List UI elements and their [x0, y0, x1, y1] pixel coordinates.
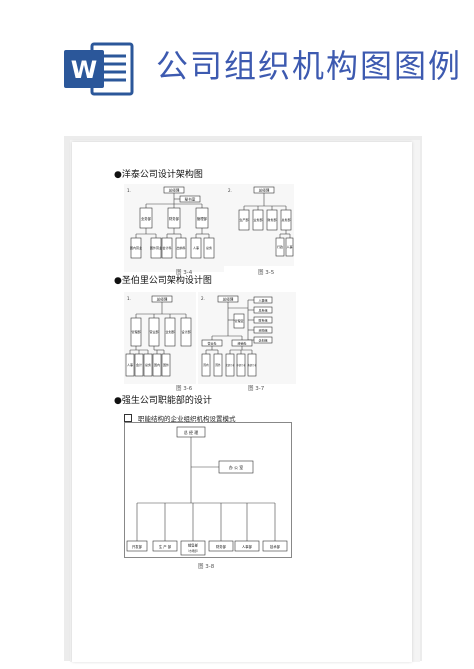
fig-3-5-mid-1: 业务部: [253, 217, 262, 222]
fig-3-8-leaf-5: 技术部: [270, 544, 281, 549]
caption-fig-3-5: 图 3-5: [258, 270, 275, 276]
page-title: 公司组织机构图图例: [156, 47, 463, 85]
fig-3-6-leaf-4: 国外: [163, 362, 169, 367]
fig-3-7-side-4: 企划组: [258, 338, 267, 343]
fig-3-4-leaf-3: 出纳科: [176, 245, 185, 250]
fig-3-6-leaf-0: 人事: [127, 362, 133, 367]
org-chart-fig-3-6: 1. 总经理 管理部 营业部 企划部 设计部 人事 会计 总务 国内 国外: [124, 292, 196, 384]
fig-3-6-root: 总经理: [157, 297, 168, 302]
fig-3-7-number: 2.: [201, 296, 205, 301]
fig-3-8-leaf-3: 财务部: [216, 544, 227, 549]
subtitle-line: 职能结构的企业组织机构设置模式: [124, 413, 236, 423]
fig-3-6-number: 1.: [127, 296, 131, 301]
fig-3-5-mid-2: 财务部: [267, 217, 276, 222]
fig-3-6-mid-3: 设计部: [181, 329, 190, 334]
fig-3-4-leaf-4: 人事: [193, 245, 199, 250]
fig-3-7-leaf-3: 中部门市: [237, 363, 247, 367]
fig-3-7-side-2: 财务组: [258, 318, 267, 323]
fig-3-5-leaf-0: 行政: [277, 244, 283, 249]
fig-3-7-leaf-4: 南部门市: [248, 363, 258, 367]
fig-3-7-side-3: 采购组: [258, 328, 267, 333]
checkbox-icon: [124, 414, 132, 422]
caption-fig-3-7: 图 3-7: [248, 386, 265, 392]
document-page: ●洋泰公司设计架构图: [72, 142, 412, 662]
fig-3-7-root: 总经理: [223, 297, 234, 302]
fig-3-7-side-1: 总务组: [258, 308, 267, 313]
fig-3-4-number: 1.: [127, 188, 131, 193]
fig-3-4-root: 总经理: [169, 188, 180, 193]
fig-3-8-leaf-4: 人事部: [242, 544, 253, 549]
caption-fig-3-4: 图 3-4: [176, 270, 193, 276]
section-title-yangtai: ●洋泰公司设计架构图: [114, 170, 203, 180]
fig-3-4-leaf-0: 国内营业: [130, 245, 142, 250]
fig-3-7-leaf-0: 国内: [203, 363, 209, 367]
fig-3-8-leaf-0: 开发部: [132, 544, 143, 549]
fig-3-7-mid-1: 经销处: [237, 341, 246, 346]
fig-3-5-leaf-1: 人事: [286, 244, 292, 249]
org-chart-fig-3-4: 1. 总经理 秘书室 业务部 财务部 管理部 国内营业 国外营业 会计科 出纳科…: [124, 184, 224, 272]
caption-fig-3-6: 图 3-6: [176, 386, 193, 392]
banner-header: W 公司组织机构图图例: [0, 0, 474, 128]
fig-3-8-leaf-1: 生 产 部: [159, 544, 172, 549]
subtitle-text: 职能结构的企业组织机构设置模式: [138, 415, 236, 423]
section-title-shengboli: ●圣伯里公司架构设计图: [114, 276, 212, 286]
fig-3-6-leaf-2: 总务: [145, 362, 151, 367]
fig-3-4-mid-0: 业务部: [141, 216, 152, 221]
fig-3-8-leaf-2-note: （市场部）: [187, 549, 200, 553]
fig-3-4-leaf-5: 总务: [206, 245, 212, 250]
fig-3-6-leaf-1: 会计: [136, 362, 142, 367]
fig-3-7-mid-0: 营业处: [207, 341, 216, 346]
fig-3-8-root: 总 经 理: [184, 429, 199, 435]
fig-3-6-mid-2: 企划部: [165, 329, 174, 334]
org-chart-fig-3-7: 2. 总经理 管理室 人事组 总务组 财务组 采购组 企划组 营业处 经销处 国…: [198, 292, 296, 384]
fig-3-7-leaf-2: 北部门市: [226, 363, 236, 367]
fig-3-8-aside: 办 公 室: [229, 464, 244, 470]
fig-3-5-mid-3: 总务部: [281, 217, 290, 222]
fig-3-7-aside: 管理室: [234, 318, 243, 323]
fig-3-5-number: 2.: [228, 188, 232, 193]
fig-3-4-mid-1: 财务部: [169, 216, 180, 221]
fig-3-4-aside: 秘书室: [185, 197, 196, 202]
fig-3-4-mid-2: 管理部: [197, 216, 208, 221]
org-chart-fig-3-8: 总 经 理 办 公 室 开发部 生 产 部 销售部 （市场部） 财务部 人事部 …: [124, 422, 292, 558]
fig-3-4-leaf-2: 会计科: [162, 245, 171, 250]
word-logo-letter: W: [71, 56, 97, 84]
fig-3-5-root: 总经理: [259, 188, 270, 193]
org-chart-fig-3-5: 2. 总经理 生产部 业务部 财务部 总务部 行政 人事: [224, 184, 294, 266]
word-logo-icon: W: [64, 42, 134, 96]
fig-3-6-mid-0: 管理部: [131, 329, 140, 334]
fig-3-6-mid-1: 营业部: [149, 329, 158, 334]
fig-3-5-mid-0: 生产部: [239, 217, 248, 222]
fig-3-4-leaf-1: 国外营业: [150, 245, 162, 250]
caption-fig-3-8: 图 3-8: [198, 564, 215, 570]
fig-3-8-leaf-2: 销售部: [188, 543, 199, 548]
fig-3-7-side-0: 人事组: [258, 298, 267, 303]
section-title-qiangsheng: ●强生公司职能部的设计: [114, 396, 212, 406]
fig-3-6-leaf-3: 国内: [154, 362, 160, 367]
fig-3-7-leaf-1: 国外: [215, 363, 221, 367]
